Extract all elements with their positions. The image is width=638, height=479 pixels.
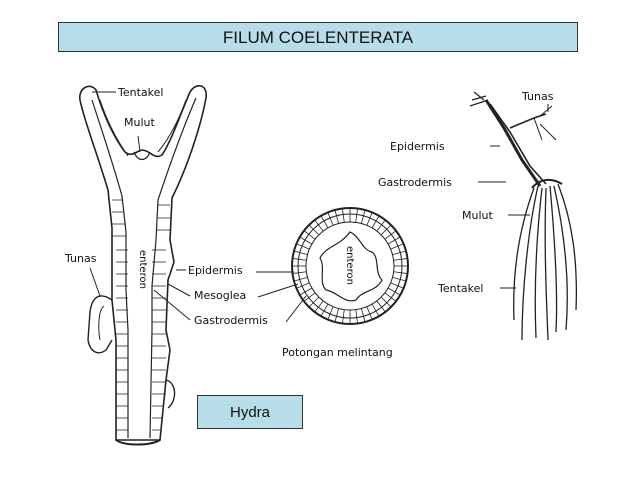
cell-wall-line [308, 296, 320, 308]
cell-wall-line [293, 250, 308, 255]
cell-wall-line [320, 303, 329, 317]
cell-wall-line [371, 303, 380, 317]
cell-wall-line [299, 236, 313, 245]
label-potongan-melintang: Potongan melintang [282, 346, 393, 359]
cross-section-leader-lines [256, 271, 307, 323]
label-mulut-right: Mulut [462, 209, 493, 222]
label-gastrodermis-right: Gastrodermis [378, 176, 452, 189]
cell-wall-line [292, 271, 307, 274]
label-tunas-right: Tunas [521, 90, 554, 103]
label-gastrodermis: Gastrodermis [194, 314, 268, 327]
label-epidermis-right: Epidermis [390, 140, 445, 153]
cell-wall-line [355, 309, 358, 324]
cell-wall-line [308, 224, 320, 236]
cell-wall-line [392, 250, 407, 255]
label-tentakel: Tentakel [117, 86, 163, 99]
cell-wall-line [296, 243, 310, 250]
cell-wall-line [342, 208, 345, 223]
cell-wall-line [392, 277, 407, 282]
hydra-longitudinal-section [79, 85, 207, 446]
hydra-external-view [469, 91, 577, 341]
right-leader-lines [478, 104, 549, 289]
cell-wall-line [293, 277, 308, 282]
cell-wall-line [390, 282, 404, 289]
cell-wall-line [361, 209, 366, 224]
cell-wall-line [361, 308, 366, 323]
cell-wall-line [334, 209, 339, 224]
cell-wall-line [320, 215, 329, 229]
cell-wall-line [376, 219, 386, 232]
cell-wall-line [314, 300, 324, 313]
label-enteron-cross: enteron [344, 246, 355, 285]
label-tentakel-right: Tentakel [437, 282, 483, 295]
cell-wall-line [327, 212, 334, 226]
cell-wall-line [384, 292, 397, 302]
cell-wall-line [387, 236, 401, 245]
left-leader-lines [89, 91, 191, 321]
cell-wall-line [342, 309, 345, 324]
cell-wall-line [303, 230, 316, 240]
cell-wall-line [393, 258, 408, 261]
cell-wall-line [366, 306, 373, 320]
label-epidermis: Epidermis [188, 264, 243, 277]
label-tunas: Tunas [64, 252, 97, 265]
cell-wall-line [327, 306, 334, 320]
cell-wall-line [380, 224, 392, 236]
cell-wall-line [299, 287, 313, 296]
cell-wall-line [384, 230, 397, 240]
cell-wall-line [314, 219, 324, 232]
cell-wall-line [380, 296, 392, 308]
cell-wall-line [334, 308, 339, 323]
slide-title: FILUM COELENTERATA [58, 22, 578, 52]
cell-wall-line [371, 215, 380, 229]
cell-wall-line [355, 208, 358, 223]
cell-wall-line [292, 258, 307, 261]
cell-wall-line [296, 282, 310, 289]
cell-wall-line [393, 271, 408, 274]
hydra-cross-section [291, 207, 409, 325]
cell-wall-line [366, 212, 373, 226]
caption-hydra: Hydra [197, 395, 303, 429]
label-enteron: enteron [137, 250, 148, 289]
label-mulut: Mulut [124, 116, 155, 129]
label-mesoglea: Mesoglea [194, 289, 246, 302]
cell-wall-line [387, 287, 401, 296]
cell-wall-line [390, 243, 404, 250]
cell-wall-line [303, 292, 316, 302]
cell-wall-line [376, 300, 386, 313]
